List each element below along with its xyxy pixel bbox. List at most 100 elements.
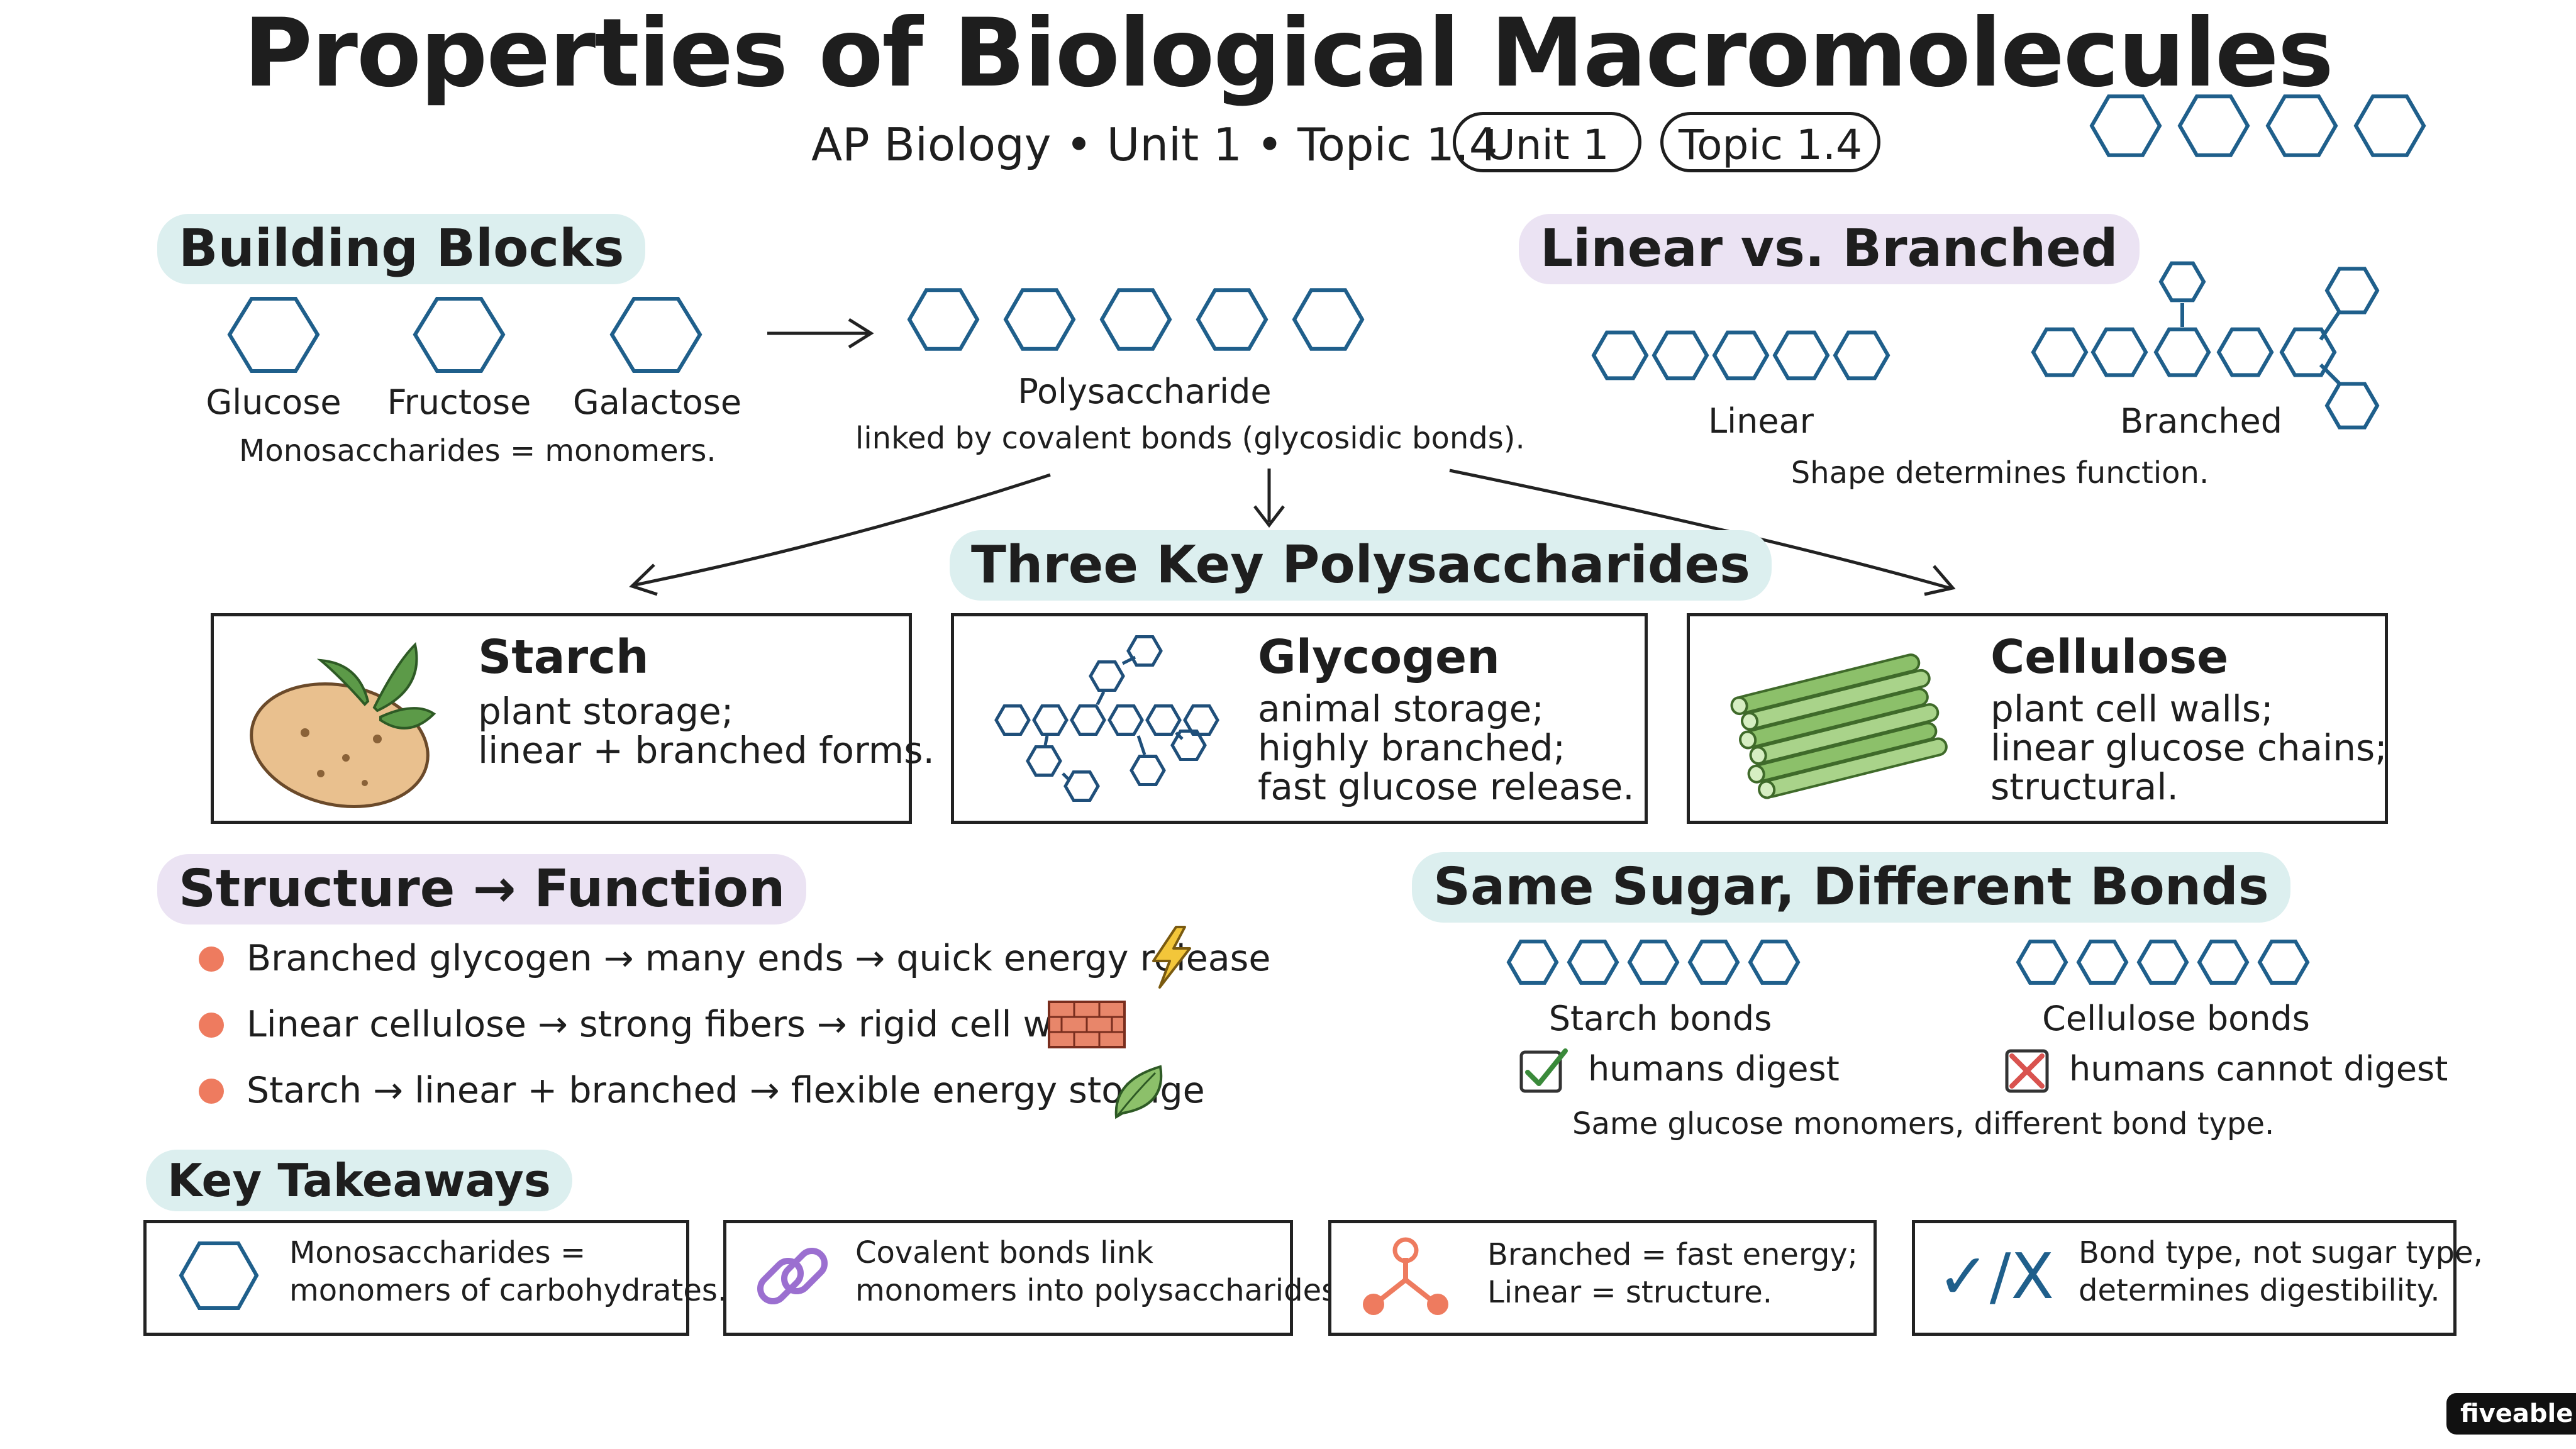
hexagon-ring [1170, 730, 1207, 761]
hexagon-ring [2076, 940, 2129, 985]
brand-badge: fiveable [2446, 1393, 2576, 1435]
cellulose-digest-result: humans cannot digest [2069, 1049, 2448, 1089]
takeaway-1-line-2: monomers of carbohydrates. [289, 1273, 728, 1308]
takeaway-card-1 [143, 1220, 689, 1336]
fructose-hexagon-icon [413, 297, 506, 373]
cellulose-desc-1: plant cell walls; [1990, 687, 2273, 730]
glycogen-desc-2: highly branched; [1258, 726, 1565, 769]
shape-function-note: Shape determines function. [1790, 455, 2209, 491]
unit-pill: Unit 1 [1453, 112, 1641, 172]
polysaccharide-note: linked by covalent bonds (glycosidic bon… [855, 421, 1525, 456]
starch-bonds-label: Starch bonds [1548, 999, 1772, 1038]
glycogen-title: Glycogen [1258, 630, 1500, 684]
hexagon-ring [2090, 327, 2148, 377]
linear-chain-icon [1591, 330, 1890, 380]
hexagon-ring [1183, 704, 1219, 736]
takeaway-3-line-2: Linear = structure. [1487, 1275, 1772, 1310]
hexagon-icon [179, 1241, 259, 1310]
galactose-hexagon-icon [609, 297, 702, 373]
check-icon [1519, 1048, 1568, 1093]
structure-function-heading: Structure → Function [157, 854, 807, 924]
glucose-label: Glucose [206, 382, 341, 422]
hexagon-ring [1292, 288, 1365, 351]
hexagon-ring [2279, 327, 2337, 377]
linear-vs-branched-heading: Linear vs. Branched [1519, 214, 2140, 284]
hexagon-ring [2177, 94, 2250, 157]
hexagon-ring [1196, 288, 1269, 351]
hexagon-ring [1833, 330, 1890, 380]
hexagon-ring [1032, 704, 1069, 736]
takeaway-4-line-2: determines digestibility. [2079, 1273, 2440, 1308]
building-blocks-heading: Building Blocks [157, 214, 646, 284]
branch-link [1043, 735, 1049, 746]
hexagon-ring [2324, 267, 2380, 314]
hexagon-ring [2136, 940, 2189, 985]
starch-bonds-chain-icon [1506, 940, 1801, 985]
hexagon-ring [2158, 261, 2206, 303]
leaf-icon [1114, 1065, 1163, 1119]
arrow-right-icon [767, 318, 874, 349]
takeaway-4-line-1: Bond type, not sugar type, [2079, 1235, 2483, 1270]
branch-link [2319, 363, 2341, 386]
hexagon-ring [2016, 940, 2068, 985]
branch-link [1121, 655, 1136, 665]
cross-icon [2005, 1049, 2049, 1093]
hexagon-ring [1591, 330, 1649, 380]
branched-label: Branched [2120, 401, 2282, 441]
hexagon-ring [2089, 94, 2162, 157]
glucose-hexagon-icon [227, 297, 320, 373]
fiber-strand [1749, 703, 1940, 765]
hexagon-ring [1063, 770, 1100, 802]
hexagon-ring [2153, 327, 2211, 377]
hexagon-ring [1099, 288, 1172, 351]
hexagon-ring [1712, 330, 1770, 380]
cellulose-fiber-icon [1730, 653, 1948, 799]
hexagon-ring [1627, 940, 1680, 985]
starch-title: Starch [478, 630, 649, 684]
starch-desc-2: linear + branched forms. [478, 729, 935, 772]
branched-chain-icon [2031, 261, 2380, 430]
structure-item-starch: Starch → linear + branched → flexible en… [247, 1070, 1205, 1111]
lightning-icon [1152, 926, 1191, 989]
hexagon-ring [2197, 940, 2250, 985]
takeaway-2-line-1: Covalent bonds link [855, 1235, 1153, 1270]
link-chain-icon [757, 1247, 828, 1305]
hexagon-ring [2257, 940, 2310, 985]
page-title: Properties of Biological Macromolecules [243, 0, 2334, 108]
monomer-note: Monosaccharides = monomers. [239, 433, 716, 469]
page-subtitle: AP Biology • Unit 1 • Topic 1.4 [811, 118, 1498, 171]
takeaway-card-3 [1328, 1220, 1877, 1336]
starch-digest-result: humans digest [1588, 1049, 1840, 1089]
cellulose-desc-2: linear glucose chains; [1990, 726, 2387, 769]
topic-pill: Topic 1.4 [1660, 112, 1880, 172]
same-sugar-note: Same glucose monomers, different bond ty… [1572, 1106, 2275, 1141]
hexagon-ring [907, 288, 980, 351]
structure-item-glycogen: Branched glycogen → many ends → quick en… [247, 938, 1271, 979]
check-cross-icon: ✓/X [1937, 1240, 2054, 1313]
brick-wall-icon [1048, 1001, 1126, 1048]
bullet-dot [199, 1079, 224, 1104]
cellulose-bonds-chain-icon [2016, 940, 2310, 985]
hexagon-ring [1089, 660, 1125, 692]
glycogen-desc-3: fast glucose release. [1258, 765, 1635, 808]
glycogen-desc-1: animal storage; [1258, 687, 1544, 730]
branch-link [1136, 735, 1146, 755]
hexagon-ring [2324, 382, 2380, 430]
hexagon-ring [2353, 94, 2426, 157]
bullet-dot [199, 947, 224, 972]
hexagon-ring [1506, 940, 1559, 985]
takeaway-2-line-2: monomers into polysaccharides. [855, 1273, 1347, 1308]
fiber-strand [1758, 737, 1948, 799]
hexagon-ring [2265, 94, 2338, 157]
branch-node-icon [1363, 1237, 1448, 1315]
polysaccharide-label: Polysaccharide [1018, 372, 1272, 411]
branch-link [1062, 772, 1070, 781]
hexagon-ring [1652, 330, 1709, 380]
key-takeaways-heading: Key Takeaways [146, 1150, 572, 1211]
hexagon-ring [1687, 940, 1740, 985]
branch-link [1175, 731, 1184, 740]
takeaway-1-line-1: Monosaccharides = [289, 1235, 586, 1270]
cellulose-desc-3: structural. [1990, 765, 2179, 808]
hexagon-ring [1772, 330, 1830, 380]
potato-icon [250, 641, 436, 809]
